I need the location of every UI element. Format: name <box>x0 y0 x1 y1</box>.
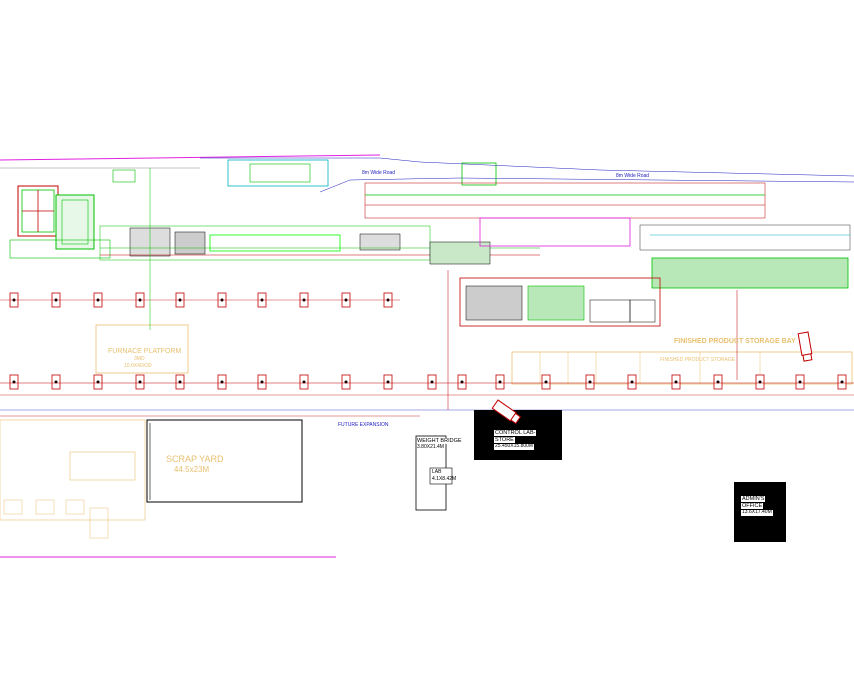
site-boundary-top <box>0 154 381 161</box>
weight-bridge-title: WEIGHT BRIDGE <box>417 438 462 445</box>
control-lab-line2: STORE <box>494 437 515 444</box>
furnace-platform-area <box>95 324 189 374</box>
top-small-box <box>112 169 136 183</box>
top-road <box>0 157 854 193</box>
road-label-left: 8m Wide Road <box>362 170 396 176</box>
truck-icon <box>797 331 813 362</box>
road-label-right: 8m Wide Road <box>616 173 650 179</box>
lab-size: 4.1X8.42M <box>432 476 457 482</box>
scrap-yard-size: 44.5x23M <box>174 465 210 474</box>
control-lab-title: CONTROL LAB- <box>494 430 537 437</box>
truck-icon <box>491 399 522 425</box>
future-expansion-label: FUTURE EXPANSION <box>338 422 389 428</box>
column-row-2 <box>9 374 847 390</box>
top-structure-inner <box>249 163 311 183</box>
admin-office-line2: OFFICE <box>741 503 764 510</box>
lab-title: LAB <box>432 469 442 475</box>
top-green-box <box>461 162 497 186</box>
admin-office-title: ADMIN'S <box>741 496 766 503</box>
furnace-building <box>9 185 111 259</box>
top-structure <box>227 159 329 187</box>
process-line <box>99 225 540 265</box>
left-yellow-storage <box>0 419 146 539</box>
furnace-platform-line2: 3MD <box>134 356 145 362</box>
furnace-platform-line3: 10.0X40X30 <box>124 363 152 369</box>
finished-storage-title: FINISHED PRODUCT STORAGE <box>660 357 736 363</box>
finished-storage-bay-title: FINISHED PRODUCT STORAGE BAY <box>674 338 796 345</box>
lab-area <box>429 467 453 485</box>
control-lab-size: 25.450X15.800M <box>494 443 535 450</box>
scrap-yard-area <box>146 419 303 503</box>
finished-product-hall <box>459 257 849 327</box>
furnace-platform-title: FURNACE PLATFORM <box>108 348 182 355</box>
weight-bridge-size: 3.80X21.4M <box>417 444 444 451</box>
right-top-structures <box>364 182 851 251</box>
admin-office-size: 13.6X17.40M <box>741 509 773 516</box>
scrap-yard-title: SCRAP YARD <box>166 454 224 464</box>
